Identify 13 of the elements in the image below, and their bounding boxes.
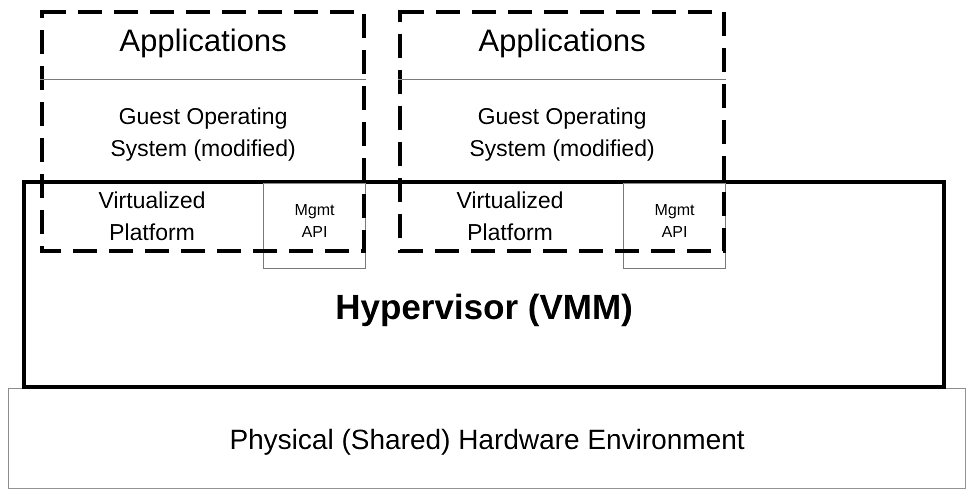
mgmt-api-box: Mgmt API bbox=[263, 183, 366, 269]
guest-os-layer: Guest Operating System (modified) bbox=[40, 80, 366, 182]
applications-layer: Applications bbox=[398, 10, 726, 80]
guest-os-layer: Guest Operating System (modified) bbox=[398, 80, 726, 182]
virtual-machine-outline bbox=[40, 10, 366, 253]
hypervisor-box bbox=[22, 180, 946, 389]
virtualized-platform-layer: Virtualized Platform bbox=[398, 182, 622, 252]
box-title: Hypervisor (VMM) bbox=[335, 287, 633, 329]
mgmt-api-box: Mgmt API bbox=[623, 183, 726, 269]
hardware-box: Physical (Shared) Hardware Environment bbox=[8, 388, 966, 489]
virtual-machine-outline bbox=[398, 10, 726, 253]
applications-layer: Applications bbox=[40, 10, 366, 80]
virtualized-platform-layer: Virtualized Platform bbox=[40, 182, 264, 252]
